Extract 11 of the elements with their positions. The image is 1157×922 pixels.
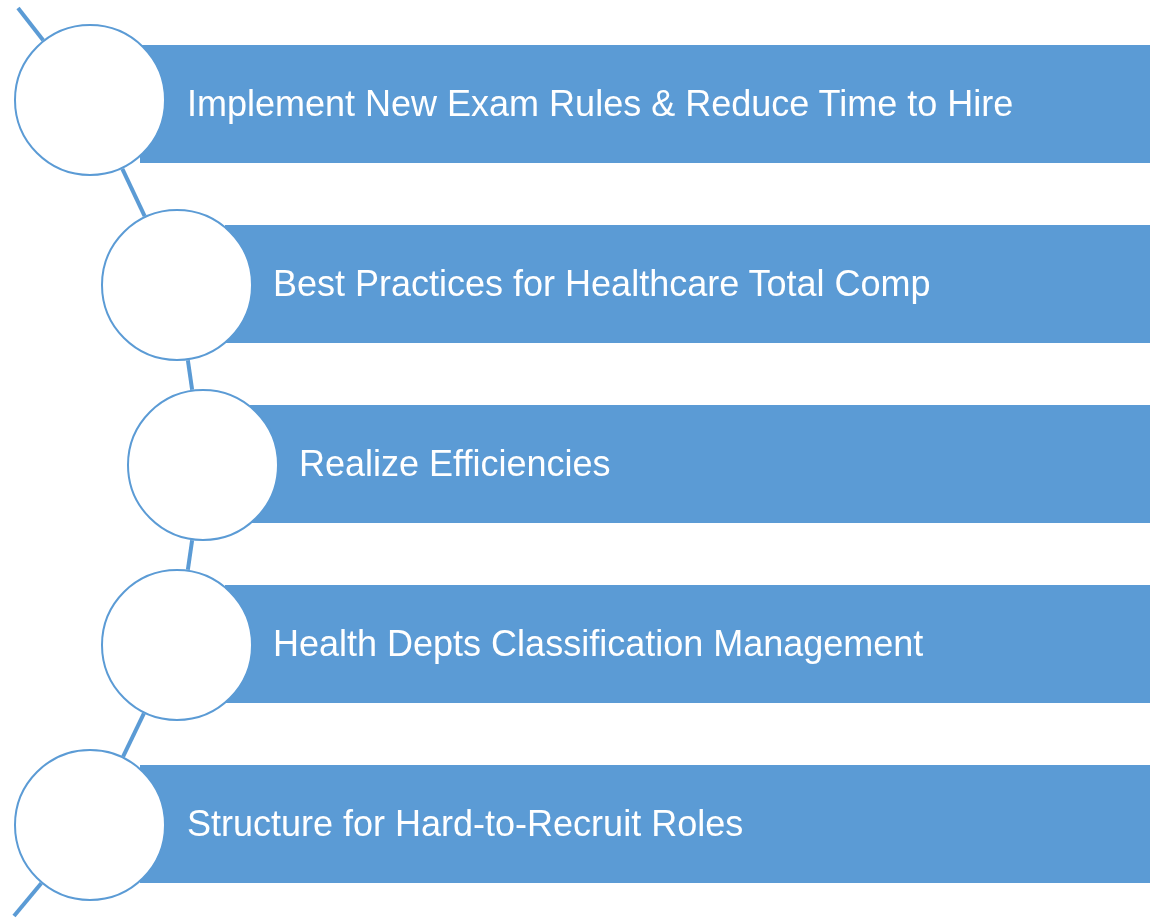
connector-line [120,167,147,218]
list-item-bar: Health Depts Classification Management [225,585,1150,703]
connector-line [185,539,195,571]
connector-line [16,6,45,42]
list-item-bar: Implement New Exam Rules & Reduce Time to Hire [140,45,1150,163]
connector-line [185,359,195,391]
connector-line [12,882,43,918]
list-item-bar: Realize Efficiencies [250,405,1150,523]
connector-line [121,712,146,758]
list-item-bar: Best Practices for Healthcare Total Comp [225,225,1150,343]
list-item-bar: Structure for Hard-to-Recruit Roles [140,765,1150,883]
